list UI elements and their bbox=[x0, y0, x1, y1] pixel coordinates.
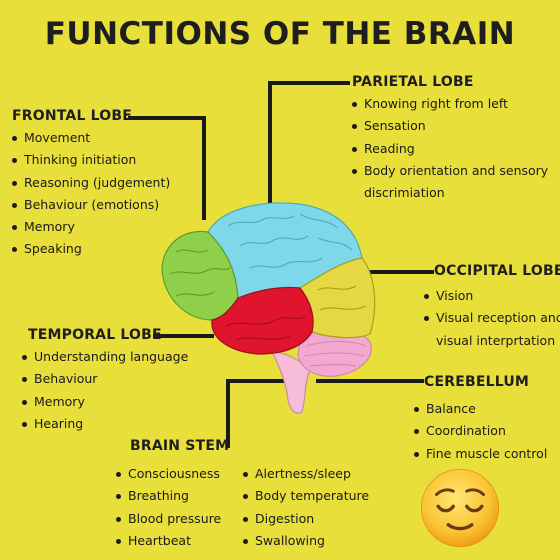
list-item: Reading bbox=[352, 138, 548, 160]
list-item: Knowing right from left bbox=[352, 93, 548, 115]
list-item: Reasoning (judgement) bbox=[12, 172, 170, 194]
list-item: Visual reception and bbox=[424, 307, 560, 329]
parietal-lobe-section: PARIETAL LOBE Knowing right from left Se… bbox=[352, 74, 548, 204]
parietal-lobe-list: Knowing right from left Sensation Readin… bbox=[352, 93, 548, 204]
cerebellum-folds bbox=[303, 341, 367, 367]
frontal-lobe-section: FRONTAL LOBE Movement Thinking initiatio… bbox=[12, 108, 170, 261]
brainstem-connector bbox=[226, 379, 292, 448]
frontal-connector bbox=[128, 116, 206, 220]
list-item: Digestion bbox=[243, 508, 369, 530]
list-item: Coordination bbox=[414, 420, 547, 442]
temporal-lobe-heading: TEMPORAL LOBE bbox=[28, 327, 162, 343]
connector-lines bbox=[128, 81, 434, 448]
list-item: Alertness/sleep bbox=[243, 463, 369, 485]
cerebellum-section: CEREBELLUM bbox=[424, 374, 529, 390]
list-item: Understanding language bbox=[22, 346, 188, 368]
list-item: Hearing bbox=[22, 413, 188, 435]
cerebellum-list: Balance Coordination Fine muscle control bbox=[414, 398, 547, 465]
brainstem-section: BRAIN STEM bbox=[130, 438, 229, 454]
list-item: Vision bbox=[424, 285, 560, 307]
list-item: Memory bbox=[12, 216, 170, 238]
parietal-connector bbox=[268, 81, 350, 210]
list-item: Heartbeat bbox=[116, 530, 221, 552]
occipital-lobe-list: Vision Visual reception and visual inter… bbox=[424, 285, 560, 352]
list-item: Breathing bbox=[116, 485, 221, 507]
list-item: Swallowing bbox=[243, 530, 369, 552]
list-item: Memory bbox=[22, 391, 188, 413]
list-item: Blood pressure bbox=[116, 508, 221, 530]
list-item: Speaking bbox=[12, 238, 170, 260]
list-item: Sensation bbox=[352, 115, 548, 137]
frontal-lobe-list: Movement Thinking initiation Reasoning (… bbox=[12, 127, 170, 261]
occipital-lobe-heading: OCCIPITAL LOBE bbox=[434, 263, 560, 279]
brainstem-list-left: Consciousness Breathing Blood pressure H… bbox=[116, 463, 221, 552]
brainstem-heading: BRAIN STEM bbox=[130, 438, 230, 454]
frontal-lobe-heading: FRONTAL LOBE bbox=[12, 108, 133, 124]
temporal-lobe-list: Understanding language Behaviour Memory … bbox=[22, 346, 188, 435]
temporal-lobe-section: TEMPORAL LOBE Understanding language Beh… bbox=[22, 327, 188, 435]
list-item: Thinking initiation bbox=[12, 149, 170, 171]
page-title: FUNCTIONS OF THE BRAIN bbox=[44, 16, 516, 52]
list-item: Consciousness bbox=[116, 463, 221, 485]
cerebellum-heading: CEREBELLUM bbox=[424, 374, 530, 390]
brainstem-list-right: Alertness/sleep Body temperature Digesti… bbox=[243, 463, 369, 552]
list-item: Body orientation and sensory bbox=[352, 160, 548, 182]
parietal-lobe-heading: PARIETAL LOBE bbox=[352, 74, 474, 90]
list-item: Balance bbox=[414, 398, 547, 420]
list-item: Behaviour bbox=[22, 368, 188, 390]
occipital-lobe-section: OCCIPITAL LOBE bbox=[434, 263, 560, 279]
brain-folds bbox=[169, 213, 367, 341]
list-item: Movement bbox=[12, 127, 170, 149]
relieved-face-icon bbox=[420, 468, 500, 548]
list-item-continuation: discrimiation bbox=[364, 185, 445, 201]
list-item: Body temperature bbox=[243, 485, 369, 507]
list-item-continuation: visual interprtation bbox=[436, 332, 556, 348]
list-item: Fine muscle control bbox=[414, 443, 547, 465]
list-item: Behaviour (emotions) bbox=[12, 194, 170, 216]
